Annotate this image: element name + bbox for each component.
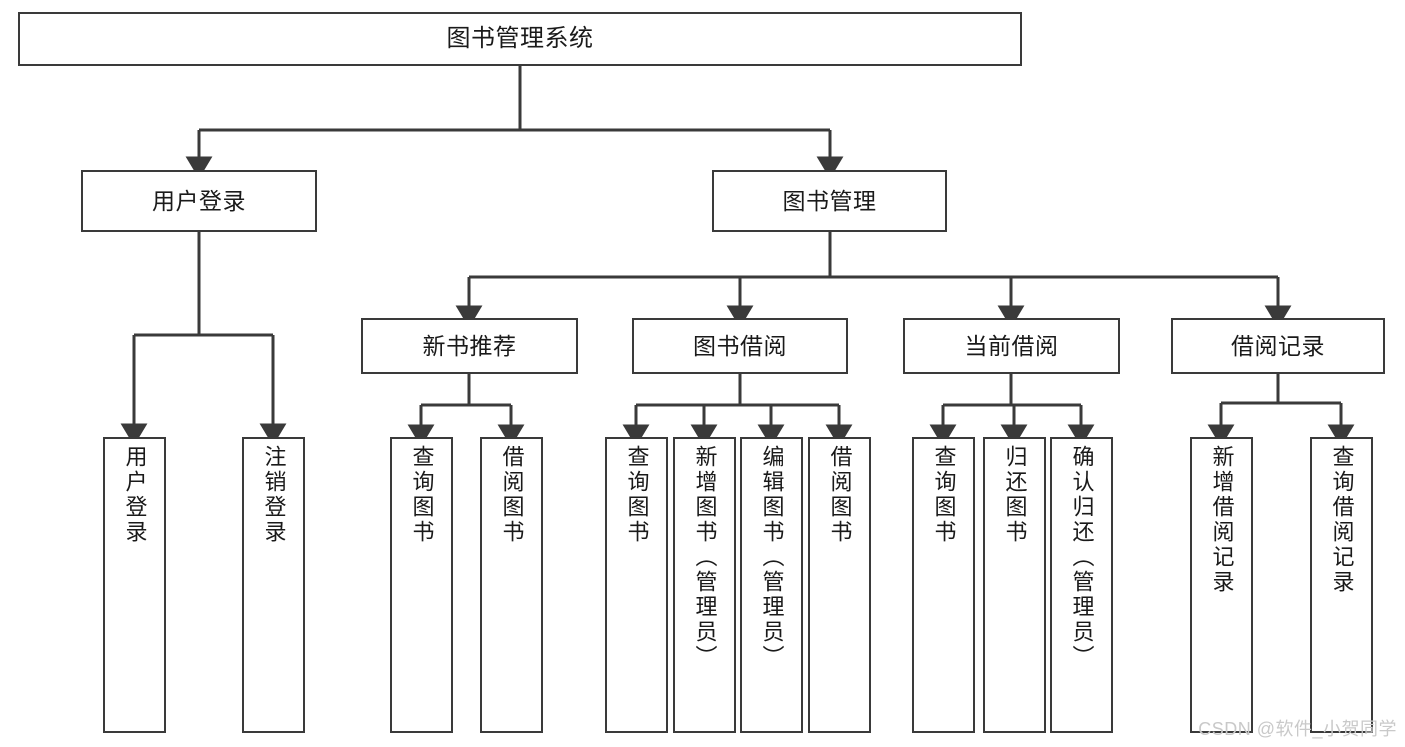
node-book-borrow-label: 图书借阅 xyxy=(693,332,787,359)
leaf-current-query-book-label: 查询图书 xyxy=(931,445,957,545)
csdn-watermark: CSDN @软件_小贺同学 xyxy=(1198,719,1397,739)
leaf-query-borrow-record[interactable]: 查询借阅记录 xyxy=(1310,437,1373,733)
leaf-borrow-book-label: 借阅图书 xyxy=(827,445,853,545)
leaf-logout-label: 注销登录 xyxy=(261,445,287,545)
node-user-login[interactable]: 用户登录 xyxy=(81,170,317,232)
node-borrow-record-label: 借阅记录 xyxy=(1231,332,1325,359)
leaf-add-book-admin[interactable]: 新增图书（管理员） xyxy=(673,437,736,733)
node-new-book-recommend-label: 新书推荐 xyxy=(422,332,517,359)
leaf-confirm-return-admin-label: 确认归还（管理员） xyxy=(1069,445,1095,670)
node-root-label: 图书管理系统 xyxy=(446,25,594,53)
leaf-user-login[interactable]: 用户登录 xyxy=(103,437,166,733)
leaf-recommend-query-book-label: 查询图书 xyxy=(409,445,435,545)
leaf-return-book-label: 归还图书 xyxy=(1002,445,1028,545)
leaf-add-borrow-record[interactable]: 新增借阅记录 xyxy=(1190,437,1253,733)
leaf-query-borrow-record-label: 查询借阅记录 xyxy=(1329,445,1355,595)
leaf-add-book-admin-label: 新增图书（管理员） xyxy=(692,445,718,670)
leaf-borrow-book[interactable]: 借阅图书 xyxy=(808,437,871,733)
node-root[interactable]: 图书管理系统 xyxy=(18,12,1022,66)
node-book-management[interactable]: 图书管理 xyxy=(712,170,947,232)
leaf-recommend-borrow-book[interactable]: 借阅图书 xyxy=(480,437,543,733)
leaf-borrow-query-book-label: 查询图书 xyxy=(624,445,650,545)
node-current-borrow-label: 当前借阅 xyxy=(964,332,1059,359)
leaf-logout[interactable]: 注销登录 xyxy=(242,437,305,733)
leaf-recommend-query-book[interactable]: 查询图书 xyxy=(390,437,453,733)
node-book-management-label: 图书管理 xyxy=(782,187,877,214)
node-borrow-record[interactable]: 借阅记录 xyxy=(1171,318,1385,374)
leaf-user-login-label: 用户登录 xyxy=(122,445,148,545)
leaf-borrow-query-book[interactable]: 查询图书 xyxy=(605,437,668,733)
leaf-add-borrow-record-label: 新增借阅记录 xyxy=(1209,445,1235,595)
node-new-book-recommend[interactable]: 新书推荐 xyxy=(361,318,578,374)
leaf-edit-book-admin[interactable]: 编辑图书（管理员） xyxy=(740,437,803,733)
leaf-recommend-borrow-book-label: 借阅图书 xyxy=(499,445,525,545)
leaf-edit-book-admin-label: 编辑图书（管理员） xyxy=(759,445,785,670)
leaf-current-query-book[interactable]: 查询图书 xyxy=(912,437,975,733)
node-current-borrow[interactable]: 当前借阅 xyxy=(903,318,1120,374)
node-user-login-label: 用户登录 xyxy=(152,187,246,214)
node-book-borrow[interactable]: 图书借阅 xyxy=(632,318,848,374)
leaf-confirm-return-admin[interactable]: 确认归还（管理员） xyxy=(1050,437,1113,733)
leaf-return-book[interactable]: 归还图书 xyxy=(983,437,1046,733)
